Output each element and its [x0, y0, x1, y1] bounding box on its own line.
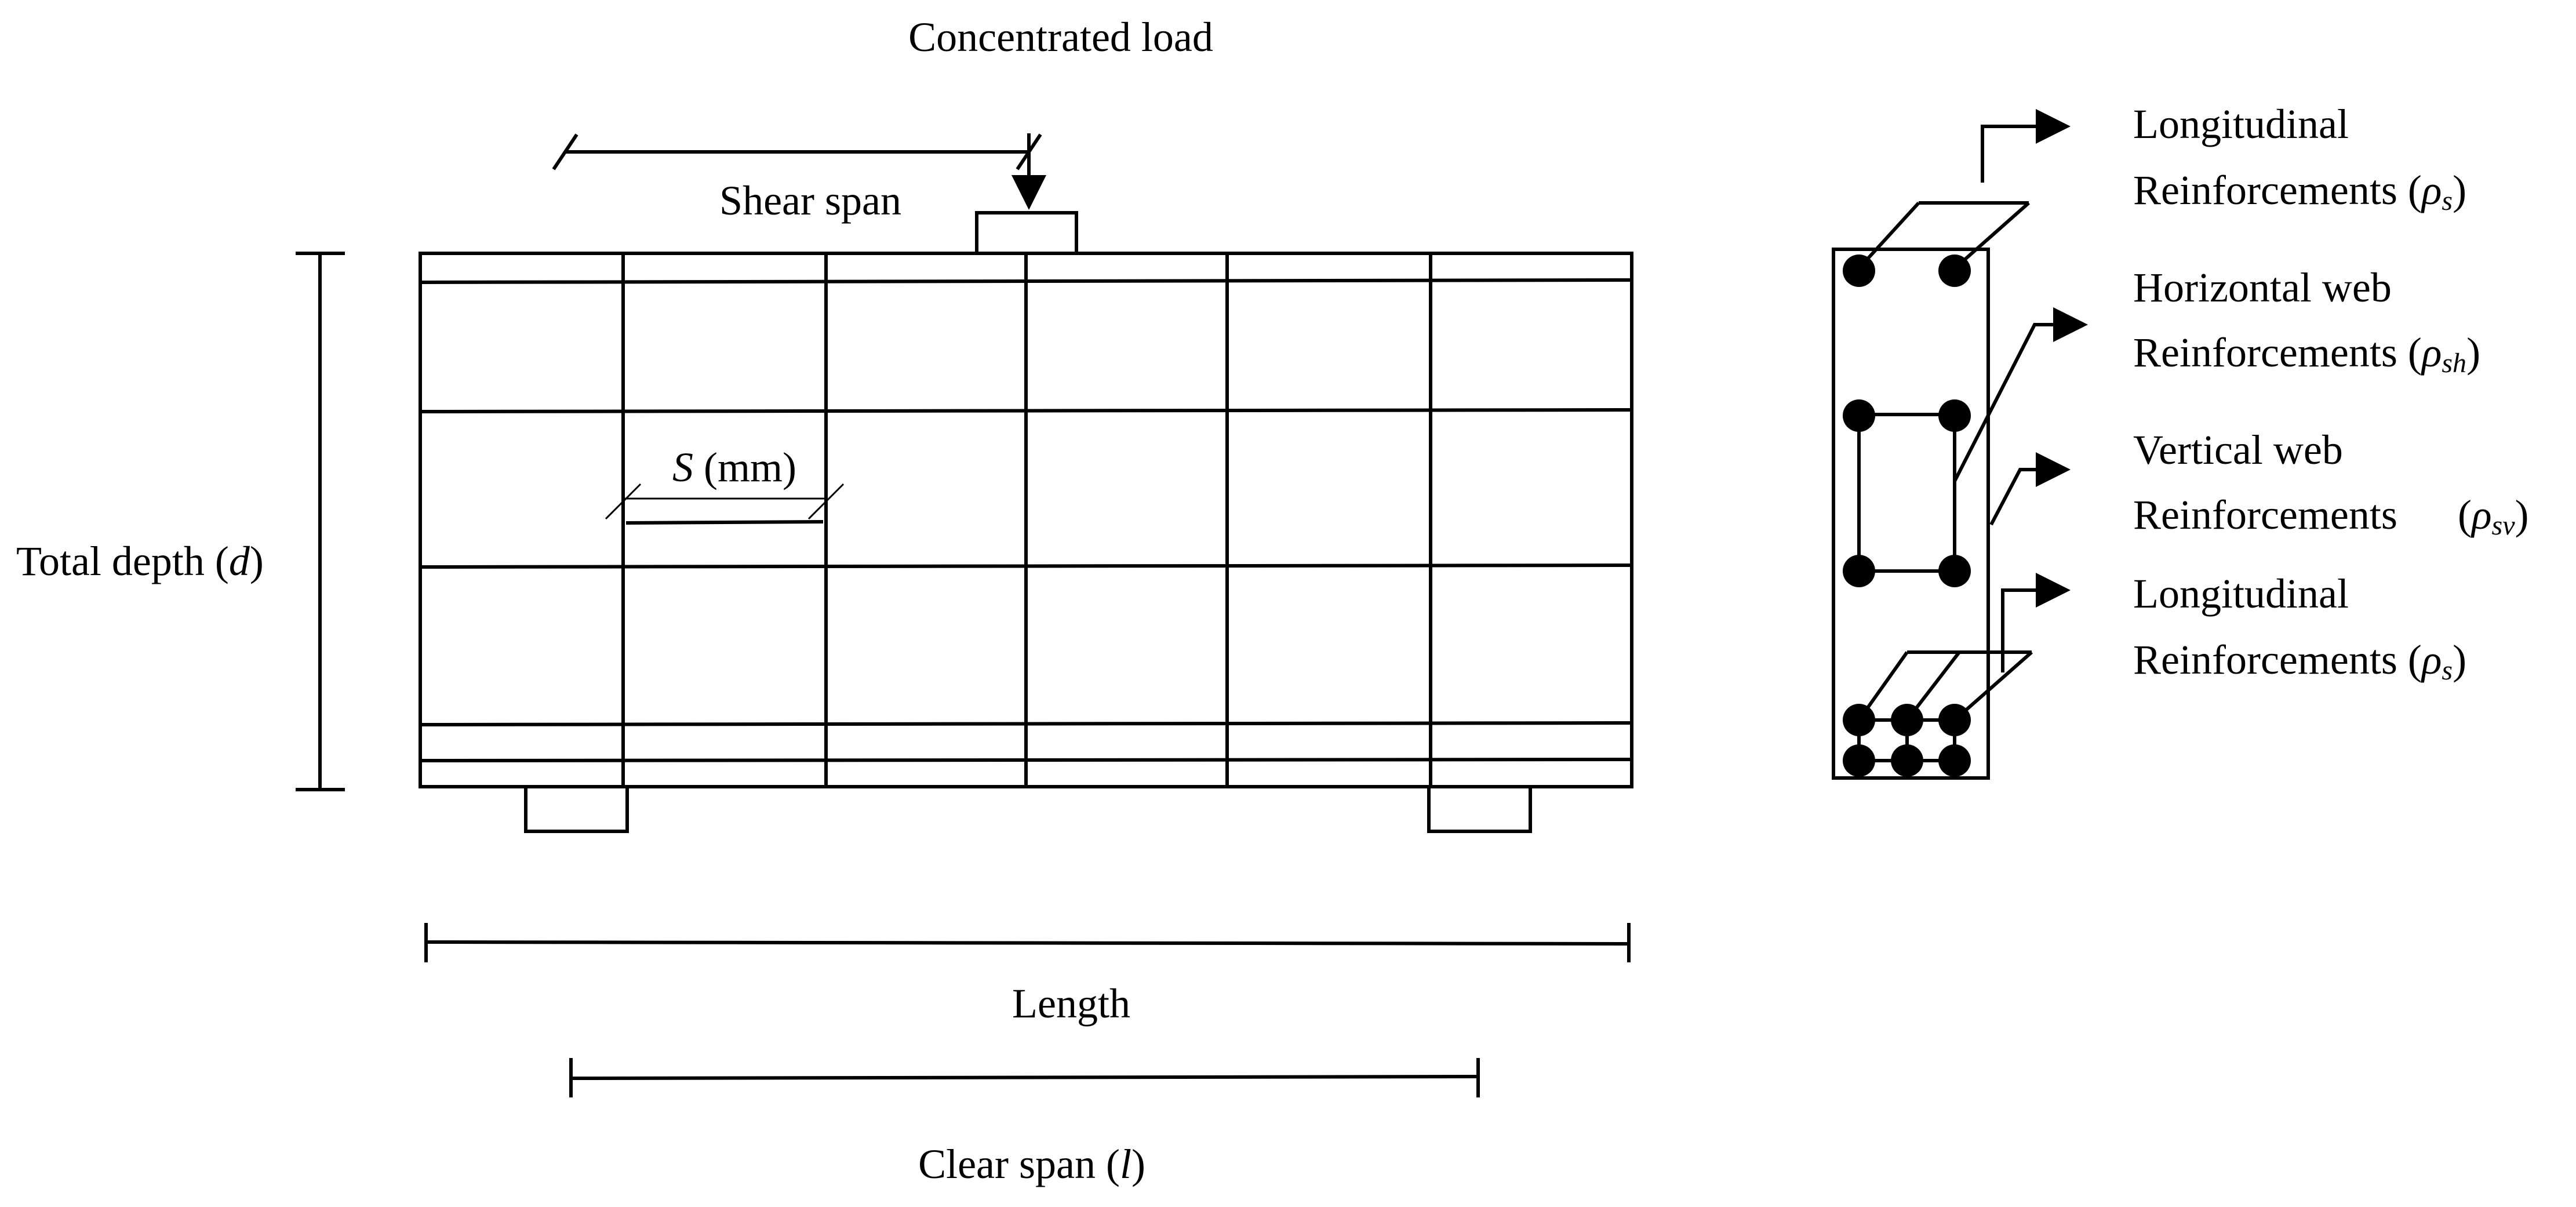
legend: Longitudinal Reinforcements (ρs) Horizon… [2133, 101, 2529, 686]
top-bar-right [1938, 255, 1971, 287]
shear-span-tick-left [552, 133, 578, 170]
spacing-tick-left [605, 483, 642, 520]
beam-elevation: Concentrated load Shear span S (mm) Tota… [16, 14, 1633, 1187]
legend-long-bot-line2: Reinforcements (ρs) [2133, 637, 2466, 686]
leader-vertical-web [1989, 452, 2071, 526]
spacing-label: S (mm) [672, 444, 796, 490]
legend-long-top-line1: Longitudinal [2133, 101, 2349, 147]
legend-long-top-line2: Reinforcements (ρs) [2133, 167, 2466, 216]
left-support [524, 785, 629, 833]
top-bar-perspective-2 [1952, 201, 2030, 271]
web-bar-bottom-right [1938, 555, 1971, 587]
section-outline [1832, 248, 1990, 780]
bottom-bar-5 [1891, 744, 1923, 777]
clear-span-line [570, 1075, 1479, 1080]
legend-vert-line1: Vertical web [2133, 427, 2343, 473]
legend-vert-symbol: (ρsv) [2458, 492, 2529, 541]
web-bar-top-left [1843, 399, 1875, 432]
load-plate [975, 211, 1078, 255]
right-support [1427, 785, 1532, 833]
spacing-dim-line [625, 520, 824, 525]
bottom-bar-2 [1891, 704, 1923, 736]
length-line [425, 940, 1629, 946]
leader-longitudinal-bottom [2001, 573, 2071, 672]
length-label: Length [1012, 980, 1130, 1027]
clear-span-label: Clear span (l) [918, 1141, 1145, 1187]
legend-horiz-line1: Horizontal web [2133, 264, 2392, 311]
web-bar-bottom-left [1843, 555, 1875, 587]
legend-vert-line2: Reinforcements [2133, 492, 2397, 538]
web-bar-top-right [1938, 399, 1971, 432]
bottom-bar-4 [1843, 744, 1875, 777]
legend-horiz-line2: Reinforcements (ρsh) [2133, 329, 2480, 379]
bottom-bar-perspective-3 [1953, 650, 2033, 722]
leader-horizontal-web [1953, 307, 2088, 482]
bottom-bar-6 [1938, 744, 1971, 777]
bottom-bar-1 [1843, 704, 1875, 736]
cross-section [1832, 109, 2088, 780]
leader-longitudinal-top [1981, 109, 2071, 183]
top-bar-left [1843, 255, 1875, 287]
spacing-tick-right [807, 483, 845, 520]
shear-span-tick-right [1016, 133, 1042, 170]
web-stirrup [1857, 413, 1956, 573]
shear-span-label: Shear span [719, 177, 901, 224]
legend-long-bot-line1: Longitudinal [2133, 570, 2349, 617]
total-depth-label: Total depth (d) [16, 538, 264, 584]
bottom-bar-3 [1938, 704, 1971, 736]
concentrated-load-label: Concentrated load [908, 14, 1213, 60]
